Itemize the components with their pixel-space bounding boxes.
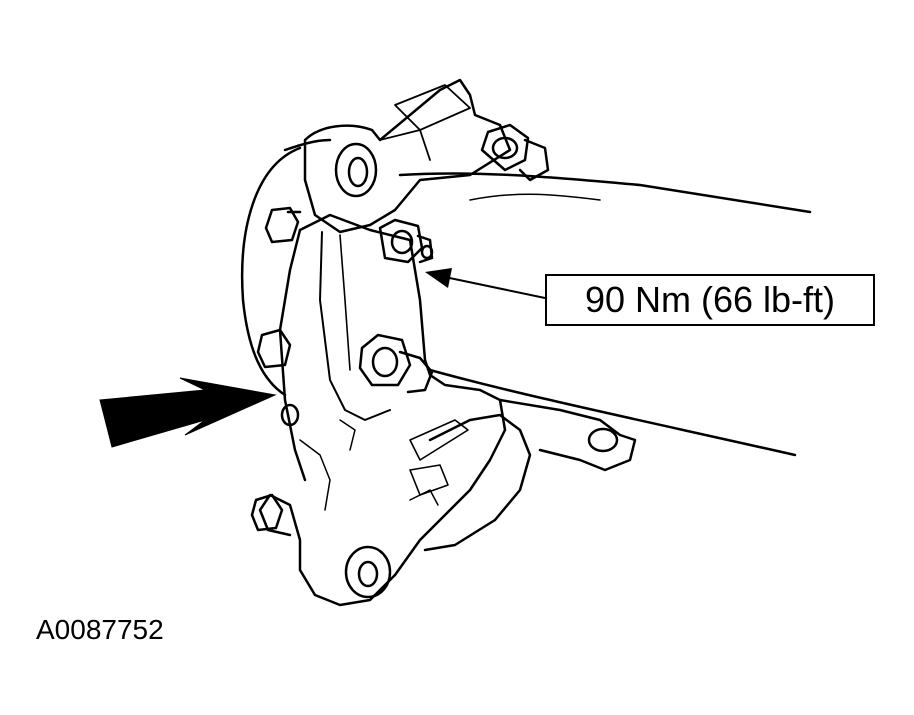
figure-id: A0087752 <box>36 614 164 645</box>
lower-eye <box>344 545 392 599</box>
strut-tube <box>398 172 812 214</box>
wheel-stud-lower <box>256 328 292 369</box>
pointer-arrow <box>99 377 277 448</box>
torque-callout-label: 90 Nm (66 lb-ft) <box>584 279 836 320</box>
knuckle-body <box>258 213 507 607</box>
wheel-stud-upper <box>264 206 302 244</box>
hub-disc <box>240 146 302 397</box>
callout-leader <box>425 268 546 299</box>
strut-tube-lower <box>428 368 797 457</box>
upper-pinch-bolt <box>378 218 434 264</box>
lower-pinch-bolt <box>358 333 434 394</box>
wheel-stud-bottom <box>250 493 284 532</box>
upper-nut <box>480 123 550 182</box>
upper-bracket <box>303 78 512 234</box>
torque-callout-box: 90 Nm (66 lb-ft) <box>545 274 875 326</box>
lower-bracket <box>423 413 532 552</box>
upper-eye <box>334 142 378 198</box>
